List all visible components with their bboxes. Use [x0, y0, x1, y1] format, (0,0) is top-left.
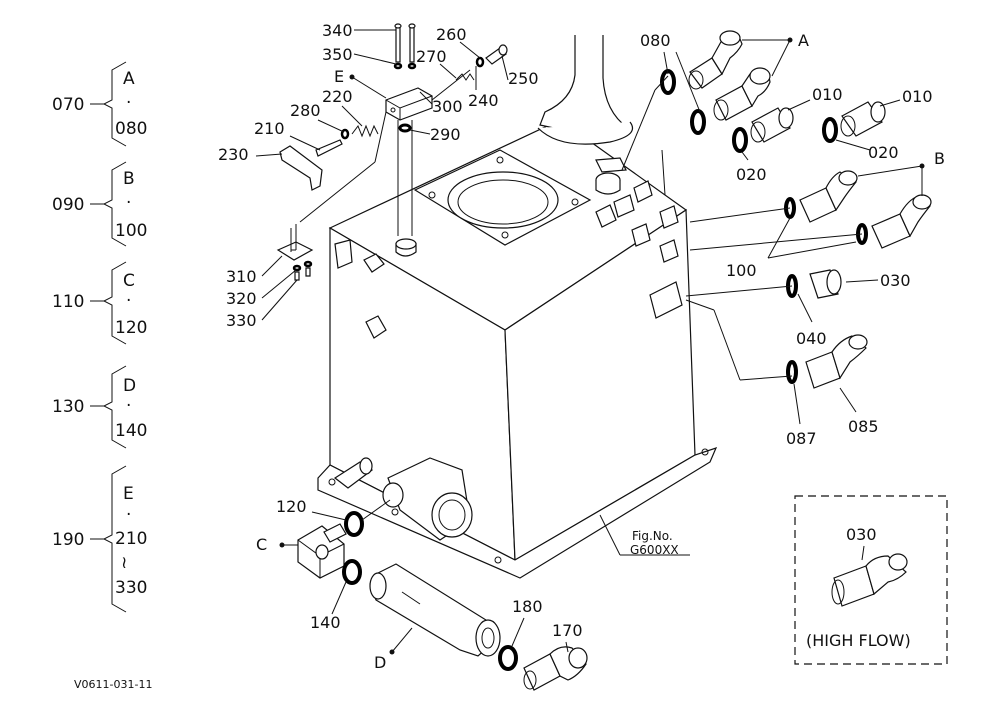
inset-callout-030: 030: [846, 525, 877, 544]
elbow-fitting-a-lower: [713, 67, 771, 121]
callout-180: 180: [512, 597, 543, 616]
callout-260: 260: [436, 25, 467, 44]
o-ring-080: [660, 69, 676, 95]
tank-outlet: [333, 457, 473, 541]
legend-dot: ·: [126, 396, 131, 416]
legend-bottom: 140: [115, 421, 147, 441]
callout-080: 080: [640, 31, 671, 50]
o-ring-120: [344, 511, 364, 537]
o-ring-100a: [784, 197, 796, 219]
callout-085: 085: [848, 417, 879, 436]
callout-letter-d: D: [374, 653, 386, 672]
legend-group-190: 190 E · 210 ≀ 330: [52, 465, 147, 613]
callout-170: 170: [552, 621, 583, 640]
footer-code: V0611-031-11: [74, 678, 152, 691]
callout-240: 240: [468, 91, 499, 110]
callout-230: 230: [218, 145, 249, 164]
legend-top: E: [123, 484, 134, 504]
leader-lines-right: [621, 39, 923, 425]
straight-fitting-010-left: [750, 107, 794, 143]
block-fitting-c: [297, 523, 347, 579]
callout-letter-b: B: [934, 149, 945, 168]
legend-dot: ·: [126, 193, 131, 213]
legend-group-070: 070 A · 080: [52, 61, 147, 147]
callout-300: 300: [432, 97, 463, 116]
callout-320: 320: [226, 289, 257, 308]
legend-dot: ·: [126, 93, 131, 113]
o-ring-180: [498, 645, 518, 671]
callout-120: 120: [276, 497, 307, 516]
legend-group-090: 090 B · 100: [52, 161, 147, 247]
figure-number: Fig.No. G600XX: [599, 514, 690, 557]
legend-key: 090: [52, 195, 84, 215]
callout-310: 310: [226, 267, 257, 286]
callout-letter-c: C: [256, 535, 267, 554]
legend-key: 070: [52, 95, 84, 115]
legend-key: 110: [52, 292, 84, 312]
o-ring-020a: [732, 127, 748, 153]
callout-087: 087: [786, 429, 817, 448]
elbow-fitting-b-upper: [799, 170, 858, 223]
elbow-fitting-170: [523, 646, 588, 691]
o-ring-020b: [822, 117, 838, 143]
callout-350: 350: [322, 45, 353, 64]
legend-top: D: [123, 376, 136, 396]
o-ring-140: [342, 559, 362, 585]
valve-block-e: [276, 23, 508, 281]
callout-340: 340: [322, 21, 353, 40]
callout-labels: 340 350 E 260 270 250 300 240 220 280 21…: [218, 21, 945, 672]
callout-270: 270: [416, 47, 447, 66]
callout-020-right: 020: [868, 143, 899, 162]
filter-d: [369, 563, 501, 657]
legend-dot: ·: [126, 505, 131, 525]
elbow-fitting-a-upper: [688, 30, 743, 90]
fig-number: G600XX: [630, 543, 679, 557]
high-flow-inset: 030 (HIGH FLOW): [794, 495, 948, 665]
callout-140: 140: [310, 613, 341, 632]
callout-letter-e: E: [334, 67, 344, 86]
legend-bottom: 100: [115, 221, 147, 241]
legend-group-110: 110 C · 120: [52, 261, 147, 345]
callout-100: 100: [726, 261, 757, 280]
legend-top: A: [123, 69, 135, 89]
callout-290: 290: [430, 125, 461, 144]
callout-letter-a: A: [798, 31, 809, 50]
o-ring-080b: [690, 109, 706, 135]
legend-key: 130: [52, 397, 84, 417]
callout-330: 330: [226, 311, 257, 330]
callout-040: 040: [796, 329, 827, 348]
legend-top: C: [123, 271, 135, 291]
straight-fitting-030: [809, 269, 842, 299]
inset-caption: (HIGH FLOW): [806, 631, 911, 650]
callout-220: 220: [322, 87, 353, 106]
legend-bottom: 210: [115, 529, 147, 549]
elbow-fitting-085: [805, 334, 868, 389]
fig-label: Fig.No.: [632, 529, 673, 543]
legend-key: 190: [52, 530, 84, 550]
callout-010-right: 010: [902, 87, 933, 106]
callout-280: 280: [290, 101, 321, 120]
callout-250: 250: [508, 69, 539, 88]
legend-extra: 330: [115, 578, 147, 598]
legend-top: B: [123, 169, 135, 189]
callout-020-left: 020: [736, 165, 767, 184]
callout-010-left: 010: [812, 85, 843, 104]
legend-bottom: 080: [115, 119, 147, 139]
straight-fitting-010-right: [840, 101, 886, 137]
callout-210: 210: [254, 119, 285, 138]
legend-bottom: 120: [115, 318, 147, 338]
elbow-fitting-b-lower: [871, 194, 932, 249]
legend-group-130: 130 D · 140: [52, 365, 147, 449]
range-tilde: ≀: [121, 553, 127, 573]
legend-groups: 070 A · 080 090 B · 100 110 C · 120 130: [52, 61, 147, 613]
legend-dot: ·: [126, 291, 131, 311]
o-ring-087: [786, 360, 798, 384]
callout-030: 030: [880, 271, 911, 290]
hydraulic-tank: [317, 35, 718, 579]
